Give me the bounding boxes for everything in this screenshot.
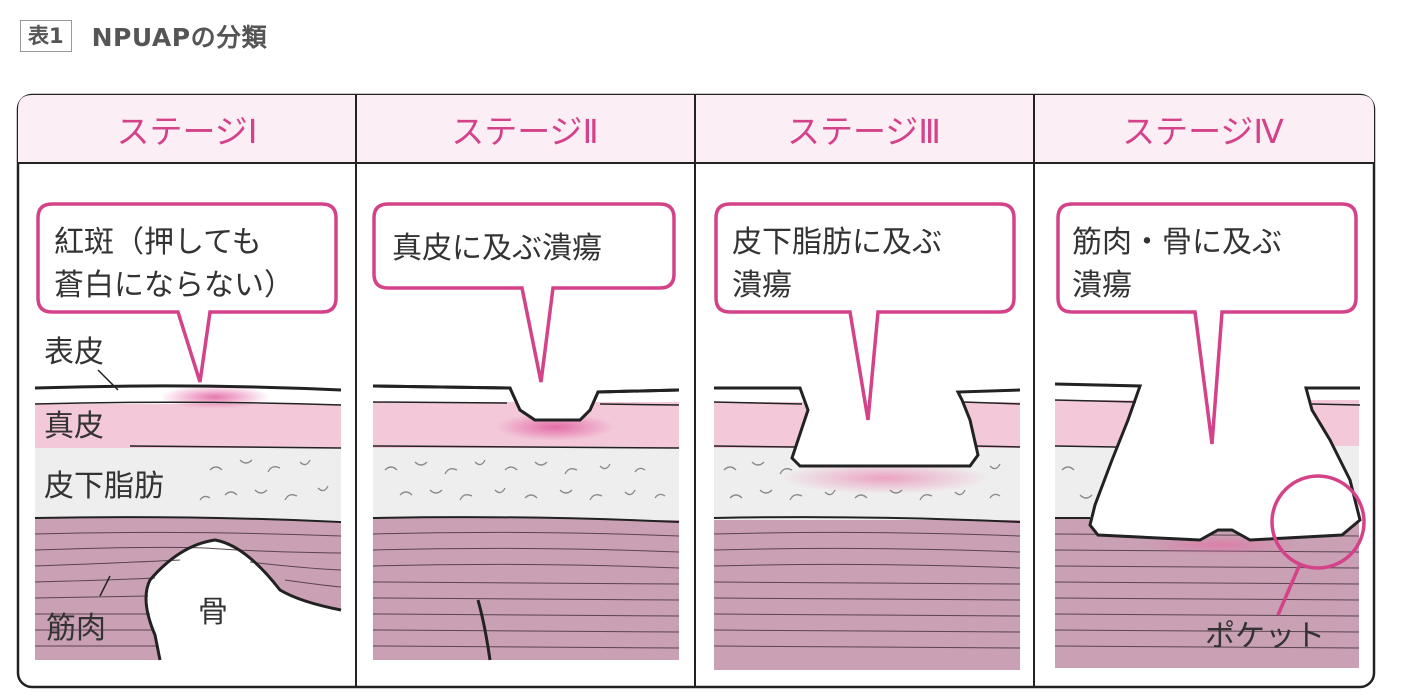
- stage-3-skin-cross-section: [713, 386, 1021, 670]
- skin-surface: [34, 384, 342, 392]
- bone-outline: [144, 538, 342, 661]
- stage-4-callout-line-1: 筋肉・骨に及ぶ: [1072, 225, 1282, 260]
- stage-4-skin-cross-section: [1054, 382, 1366, 668]
- pocket-marker-circle: [1270, 474, 1366, 570]
- fat-label: 皮下脂肪: [44, 469, 164, 504]
- stage-1-skin-cross-section: [34, 369, 342, 661]
- stage-4-callout-line-2: 潰瘍: [1072, 268, 1132, 303]
- dermis-label: 真皮: [44, 409, 104, 444]
- fat-layer: [35, 448, 341, 520]
- erythema-spot: [160, 385, 270, 409]
- title-row: 表1 NPUAPの分類: [20, 18, 267, 54]
- muscle-label: 筋肉: [46, 611, 106, 646]
- stage-4-callout: [1056, 202, 1358, 445]
- stage-1-callout: [36, 202, 338, 383]
- stage-2-callout-line-1: 真皮に及ぶ潰瘍: [392, 231, 602, 266]
- stage-2-callout: [372, 202, 676, 383]
- epidermis-label: 表皮: [44, 335, 104, 370]
- stage-3-callout-line-2: 潰瘍: [732, 268, 792, 303]
- muscle-layer: [35, 517, 341, 660]
- bone-label: 骨: [198, 595, 228, 630]
- stage-1-callout-line-2: 蒼白にならない）: [54, 268, 294, 303]
- stage-2-skin-cross-section: [372, 384, 680, 660]
- pocket-label: ポケット: [1205, 619, 1325, 654]
- table-number-badge: 表1: [20, 20, 72, 52]
- stage-4-header: ステージⅣ: [1122, 112, 1284, 151]
- stage-3-header: ステージⅢ: [787, 112, 941, 151]
- stage-3-callout-line-1: 皮下脂肪に及ぶ: [732, 225, 942, 260]
- stage-1-callout-line-1: 紅斑（押しても: [54, 225, 262, 260]
- page-title: NPUAPの分類: [91, 23, 268, 52]
- stage-2-header: ステージⅡ: [451, 112, 599, 151]
- stage-3-callout: [714, 202, 1016, 421]
- dermis-layer: [35, 404, 341, 448]
- pocket-pointer-line: [1276, 563, 1302, 616]
- stage-1-header: ステージⅠ: [116, 112, 257, 151]
